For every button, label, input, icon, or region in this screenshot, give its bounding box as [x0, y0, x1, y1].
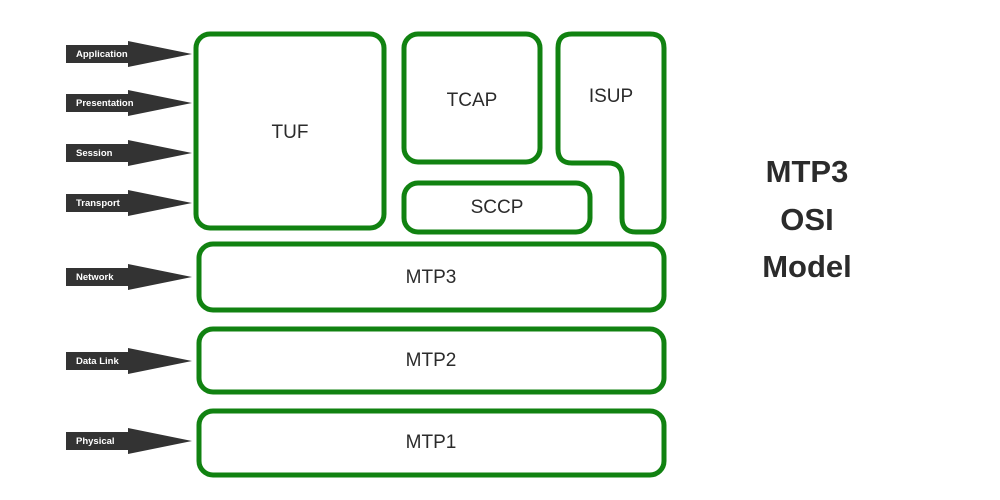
protocol-box-label: TCAP — [447, 90, 498, 111]
arrow-glyph — [66, 264, 192, 290]
box-outline — [401, 31, 543, 165]
osi-layer-label: Physical — [76, 436, 115, 447]
protocol-box-label: TUF — [272, 122, 309, 143]
osi-layer-arrow-transport[interactable]: Transport — [66, 190, 192, 216]
arrow-glyph — [66, 428, 192, 454]
osi-layer-arrow-network[interactable]: Network — [66, 264, 192, 290]
protocol-box-tcap[interactable]: TCAP — [401, 31, 543, 165]
diagram-title: MTP3 OSI Model — [762, 154, 852, 284]
osi-layer-arrow-data-link[interactable]: Data Link — [66, 348, 192, 374]
protocol-box-label: MTP2 — [406, 350, 457, 371]
osi-layer-arrow-application[interactable]: Application — [66, 41, 192, 67]
arrow-glyph — [66, 140, 192, 166]
osi-layer-label: Network — [76, 272, 114, 283]
title-line-1: MTP3 — [766, 154, 849, 189]
box-outline — [555, 31, 667, 235]
osi-layer-label: Application — [76, 49, 128, 60]
box-outline — [196, 326, 667, 395]
arrow-glyph — [66, 41, 192, 67]
protocol-box-mtp2[interactable]: MTP2 — [196, 326, 667, 395]
protocol-box-tuf[interactable]: TUF — [193, 31, 387, 231]
arrow-glyph — [66, 348, 192, 374]
protocol-box-mtp1[interactable]: MTP1 — [196, 408, 667, 478]
osi-layer-label: Session — [76, 148, 113, 159]
arrow-glyph — [66, 190, 192, 216]
protocol-box-sccp[interactable]: SCCP — [401, 180, 593, 235]
box-outline — [196, 241, 667, 313]
protocol-box-label: MTP1 — [406, 432, 457, 453]
box-outline — [196, 408, 667, 478]
protocol-stack: TUF TCAP ISUP SCCP MTP3 MTP2 — [193, 31, 667, 478]
osi-layer-label: Transport — [76, 198, 121, 209]
osi-layer-label: Data Link — [76, 356, 119, 367]
protocol-box-isup[interactable]: ISUP — [555, 31, 667, 235]
protocol-box-label: MTP3 — [406, 267, 457, 288]
protocol-box-mtp3[interactable]: MTP3 — [196, 241, 667, 313]
osi-layer-arrows: Application Presentation Session Transpo… — [66, 41, 192, 454]
title-line-3: Model — [762, 249, 852, 284]
osi-layer-arrow-physical[interactable]: Physical — [66, 428, 192, 454]
osi-layer-label: Presentation — [76, 98, 134, 109]
title-line-2: OSI — [780, 202, 833, 237]
protocol-box-label: SCCP — [471, 197, 524, 218]
osi-layer-arrow-session[interactable]: Session — [66, 140, 192, 166]
osi-layer-arrow-presentation[interactable]: Presentation — [66, 90, 192, 116]
box-outline — [193, 31, 387, 231]
arrow-glyph — [66, 90, 192, 116]
box-outline — [401, 180, 593, 235]
protocol-box-label: ISUP — [589, 86, 633, 107]
